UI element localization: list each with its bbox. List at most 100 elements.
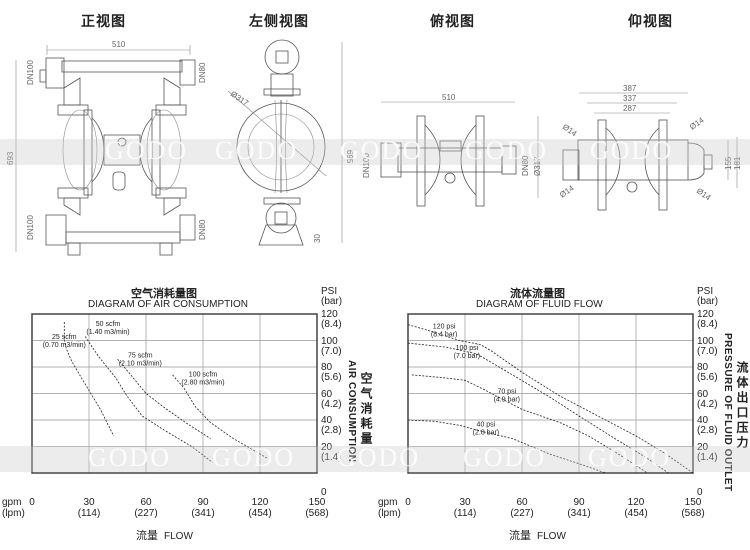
air-y-tick-label: 20: [321, 441, 333, 453]
watermark-text: GODO: [590, 136, 674, 165]
fluid-series-line-0: [407, 324, 694, 474]
fluid-series-label: 40 psi: [477, 422, 496, 429]
air-x-tick-label: 90: [197, 497, 209, 508]
fluid-x-tick-sublabel: (114): [453, 508, 477, 519]
top-outlet-dim: DN80: [521, 155, 530, 176]
fluid-y-unit-label: PSI: [697, 286, 714, 297]
air-series-sublabel: (1.40 m3/min): [86, 329, 129, 336]
left-side-view-title: 左侧视图: [249, 14, 309, 30]
fluid-y-unit-sublabel: (bar): [697, 296, 719, 307]
front-inlet-dim: DN100: [26, 60, 35, 85]
fluid-chart-xlabel-cn: 流量: [509, 529, 531, 542]
fluid-chart-xlabel: 流量 FLOW: [509, 527, 566, 543]
air-chart-subtitle: DIAGRAM OF AIR CONSUMPTION: [88, 299, 249, 310]
fluid-x-tick-label: 150: [684, 497, 702, 508]
air-chart-ylabel-cn: 空气消耗量: [359, 372, 373, 447]
fluid-x-tick-sublabel: (227): [510, 508, 534, 519]
watermark-text: GODO: [588, 443, 672, 472]
air-y-tick-sublabel: (7.0): [321, 345, 342, 357]
air-y-tick-label: 0: [321, 487, 327, 498]
fluid-x-tick-label: 120: [627, 497, 645, 508]
bottom-w2-dim: 337: [623, 94, 637, 103]
watermark-text: GODO: [88, 443, 172, 472]
fluid-y-tick-label: 120: [697, 309, 714, 320]
technical-drawings: 510 693 DN100 DN80 DN100 DN80: [6, 39, 742, 256]
air-series-line-0: [63, 322, 115, 437]
fluid-chart-subtitle: DIAGRAM OF FLUID FLOW: [476, 299, 603, 310]
watermark-band-top: [0, 139, 750, 165]
air-x-tick-sublabel: (568): [305, 508, 329, 519]
air-y-tick-sublabel: (4.2): [321, 398, 342, 410]
fluid-chart-xlabel-en: FLOW: [537, 531, 566, 542]
fluid-series-line-3: [407, 419, 606, 474]
air-series-line-1: [84, 336, 213, 463]
air-chart-xlabel-cn: 流量: [136, 529, 158, 542]
bottom-w3-dim: 287: [623, 104, 637, 113]
fluid-x-tick-sublabel: (341): [567, 508, 591, 519]
top-view-title: 俯视图: [430, 14, 475, 30]
bottom-h2-dim: 181: [733, 156, 742, 170]
watermark-band-bottom: [0, 446, 750, 472]
fluid-x-tick-sublabel: (568): [681, 508, 705, 519]
air-x-tick-sublabel: (227): [134, 508, 158, 519]
air-y-unit-label: PSI: [321, 286, 338, 297]
fluid-chart-ylabel-cn: 流体出口压力: [735, 361, 749, 451]
air-x-tick-label: 120: [251, 497, 269, 508]
fluid-y-tick-label: 80: [697, 362, 709, 373]
air-series-sublabel: (2.80 m3/min): [181, 379, 224, 386]
front-view-drawing: 510 693 DN100 DN80 DN100 DN80: [6, 40, 207, 256]
fluid-x-tick-label: 30: [459, 497, 471, 508]
watermark-text: GODO: [337, 443, 421, 472]
air-x-tick-label: 0: [29, 497, 35, 508]
fluid-x-tick-label: 0: [405, 497, 411, 508]
front-outlet-bottom-dim: DN80: [198, 219, 207, 240]
fluid-y-tick-sublabel: (8.4): [697, 319, 718, 330]
fluid-y-tick-label: 60: [697, 388, 709, 400]
air-series-sublabel: (2.10 m3/min): [119, 361, 162, 368]
fluid-series-sublabel: (4.9 bar): [494, 397, 520, 404]
air-y-tick-label: 100: [321, 335, 338, 347]
fluid-x-tick-label: 90: [573, 497, 585, 508]
top-view-drawing: 510 DN100 DN80 Ø317: [362, 93, 542, 207]
air-series-label: 25 scfm: [52, 334, 77, 341]
fluid-x-tick-sublabel: (454): [624, 508, 648, 519]
fluid-series-label: 120 psi: [433, 324, 456, 331]
fluid-y-tick-label: 0: [697, 487, 703, 498]
fluid-x-tick-label: 60: [516, 497, 528, 508]
watermark-text: GODO: [465, 136, 549, 165]
air-x-tick-label: 30: [83, 497, 95, 508]
air-y-tick-sublabel: (8.4): [321, 319, 342, 330]
fluid-chart-title-cn: 流体流量图: [510, 287, 565, 300]
air-y-tick-label: 80: [321, 362, 333, 373]
watermark-text: GODO: [340, 136, 424, 165]
air-series-label: 50 scfm: [96, 321, 121, 328]
fluid-series-sublabel: (8.4 bar): [431, 332, 457, 339]
air-y-unit-sublabel: (bar): [321, 296, 343, 307]
bottom-h1-dim: 155: [724, 156, 733, 170]
air-x-tick-label: 150: [308, 497, 326, 508]
top-diameter-dim: Ø317: [533, 156, 542, 176]
air-chart-title-cn: 空气消耗量图: [131, 287, 197, 300]
air-series-label: 100 scfm: [189, 371, 218, 378]
fluid-y-tick-label: 100: [697, 335, 714, 347]
air-x-unit-label: gpm: [2, 497, 22, 508]
air-plot-frame: [31, 313, 318, 474]
watermark-text: GODO: [215, 136, 299, 165]
fluid-series-label: 70 psi: [497, 389, 516, 396]
air-x-tick-label: 60: [140, 497, 152, 508]
fluid-series-label: 100 psi: [456, 345, 479, 352]
side-height-dim: 695: [345, 150, 354, 164]
front-view-title: 正视图: [81, 14, 126, 30]
air-y-tick-sublabel: (5.6): [321, 372, 342, 383]
air-y-tick-label: 120: [321, 309, 338, 320]
air-series-line-2: [117, 358, 211, 439]
bottom-view-title: 仰视图: [628, 14, 673, 30]
fluid-y-tick-sublabel: (1.4): [697, 451, 718, 463]
air-y-tick-sublabel: (2.8): [321, 425, 342, 436]
air-y-tick-label: 60: [321, 388, 333, 400]
air-y-tick-sublabel: (1.4): [321, 451, 342, 463]
fluid-x-unit-sublabel: (lpm): [378, 508, 401, 519]
air-series-label: 75 scfm: [128, 353, 153, 360]
